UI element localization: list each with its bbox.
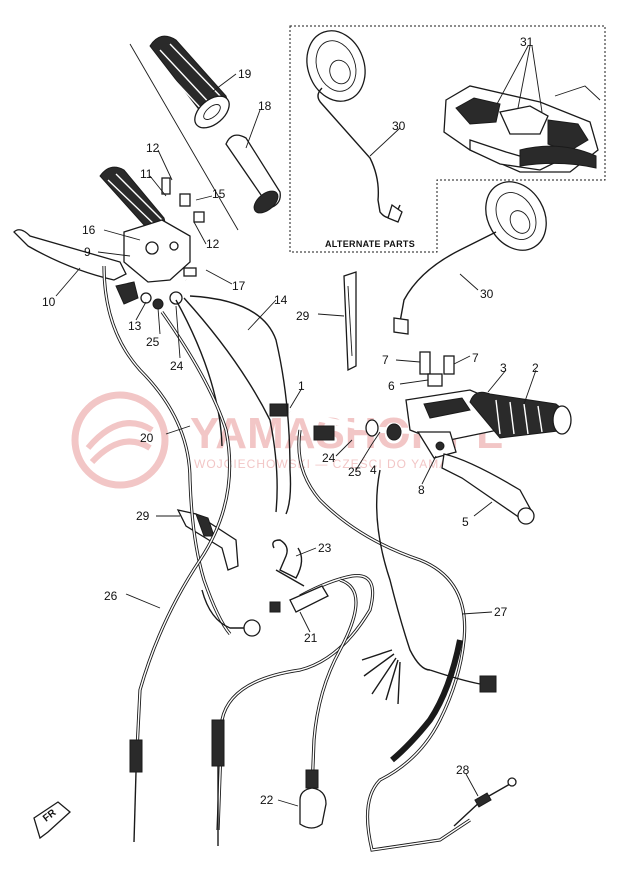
callout-numbers: 19 18 30 31 12 11 15 12 16 9 17 10 13 25… (42, 35, 539, 807)
right-mirror (393, 181, 547, 335)
callout-6: 6 (388, 379, 395, 393)
callout-22: 22 (260, 793, 274, 807)
callout-26: 26 (104, 589, 118, 603)
callout-14: 14 (274, 293, 288, 307)
alternate-switch-assembly (443, 45, 601, 173)
callout-1: 1 (298, 379, 305, 393)
callout-25-left: 25 (146, 335, 160, 349)
callout-19: 19 (238, 67, 252, 81)
callout-15: 15 (212, 187, 226, 201)
throttle-sleeve (225, 134, 281, 214)
callout-21: 21 (304, 631, 318, 645)
callout-16: 16 (82, 223, 96, 237)
callout-24-right: 24 (322, 451, 336, 465)
callout-11: 11 (140, 167, 153, 181)
alternate-mirror (306, 30, 403, 223)
right-controls (405, 351, 572, 525)
callout-25-right: 25 (348, 465, 362, 479)
callout-9: 9 (84, 245, 91, 259)
left-lever-assembly (13, 166, 205, 310)
alternate-parts-box: ALTERNATE PARTS (289, 25, 606, 253)
leader-lines (55, 73, 537, 807)
alternate-parts-label: ALTERNATE PARTS (325, 239, 415, 249)
callout-4: 4 (370, 463, 377, 477)
callout-30-alternate: 30 (392, 119, 406, 133)
callout-18: 18 (258, 99, 272, 113)
callout-29-top: 29 (296, 309, 310, 323)
callout-7-right: 7 (472, 351, 479, 365)
callout-27: 27 (494, 605, 508, 619)
callout-12-top: 12 (146, 141, 160, 155)
watermark-tagline: WOJCIECHOWSKI — CZĘŚCI DO YAMAHA (194, 456, 467, 471)
callout-29-lower: 29 (136, 509, 150, 523)
callout-31: 31 (520, 35, 534, 49)
handlebar (183, 277, 451, 441)
callout-3: 3 (500, 361, 507, 375)
callout-24-left: 24 (170, 359, 184, 373)
callout-17: 17 (232, 279, 246, 293)
callout-8: 8 (418, 483, 425, 497)
callout-5: 5 (462, 515, 469, 529)
callout-7-left: 7 (382, 353, 389, 367)
left-grip (129, 35, 239, 231)
callout-30-right: 30 (480, 287, 494, 301)
cables (102, 265, 517, 852)
cable-strap-lower (176, 509, 239, 571)
front-direction-arrow: FR (33, 801, 71, 840)
callout-12-lower: 12 (206, 237, 220, 251)
callout-23: 23 (318, 541, 332, 555)
callout-13: 13 (128, 319, 142, 333)
callout-10: 10 (42, 295, 56, 309)
callout-20: 20 (140, 431, 154, 445)
cable-strap-top (343, 271, 357, 372)
callout-2: 2 (532, 361, 539, 375)
wire-clip (272, 539, 305, 587)
callout-28: 28 (456, 763, 470, 777)
